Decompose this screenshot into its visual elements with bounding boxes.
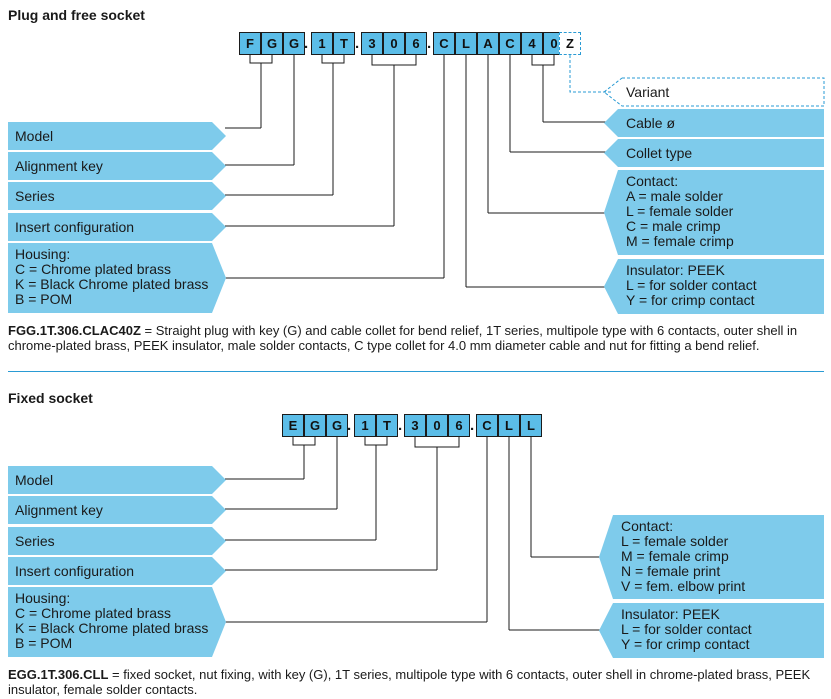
label-variant: Variant — [626, 84, 670, 100]
code-char-insert-3: 6 — [405, 32, 427, 55]
label-insulator: Insulator: PEEK L = for solder contact Y… — [604, 259, 824, 314]
description-plug: FGG.1T.306.CLAC40Z = Straight plug with … — [8, 323, 828, 353]
housing-option: B = POM — [15, 635, 73, 651]
label-collet-type: Collet type — [604, 139, 824, 167]
code-char-housing: C — [433, 32, 455, 55]
code-char-variant: Z — [559, 32, 581, 55]
code-char-model-2: G — [261, 32, 283, 55]
contact-option: C = male crimp — [626, 218, 721, 234]
contact-title: Contact: — [626, 173, 679, 189]
variant-outline — [603, 77, 825, 107]
contact-option: V = fem. elbow print — [621, 578, 746, 594]
code-char-collet: C — [499, 32, 521, 55]
housing-option: K = Black Chrome plated brass — [15, 620, 209, 636]
code-char-series-2: T — [376, 414, 398, 437]
label-contact: Contact: L = female solder M = female cr… — [599, 515, 824, 599]
label-insert-configuration: Insert configuration — [8, 213, 226, 241]
label-contact: Contact: A = male solder L = female sold… — [604, 170, 824, 255]
housing-option: C = Chrome plated brass — [15, 261, 172, 277]
insulator-title: Insulator: PEEK — [621, 606, 720, 622]
code-char-insert-3: 6 — [448, 414, 470, 437]
label-series: Series — [8, 527, 226, 555]
label-insert-configuration: Insert configuration — [8, 557, 226, 585]
label-model: Model — [8, 466, 226, 494]
code-char-key: G — [283, 32, 305, 55]
leader-variant — [569, 55, 612, 93]
section-title-fixed: Fixed socket — [8, 390, 93, 406]
code-char-insulator: L — [455, 32, 477, 55]
description-code: EGG.1T.306.CLL — [8, 667, 109, 682]
label-alignment-key: Alignment key — [8, 496, 226, 524]
insulator-title: Insulator: PEEK — [626, 262, 725, 278]
bracket-model — [292, 437, 316, 446]
housing-option: B = POM — [15, 291, 73, 307]
insulator-option: Y = for crimp contact — [621, 636, 750, 652]
insulator-option: L = for solder contact — [621, 621, 752, 637]
description-fixed: EGG.1T.306.CLL = fixed socket, nut fixin… — [8, 667, 828, 697]
label-alignment-key: Alignment key — [8, 152, 226, 180]
contact-option: A = male solder — [626, 188, 723, 204]
section-title-plug: Plug and free socket — [8, 7, 145, 23]
label-cable: Cable ø — [604, 109, 824, 137]
description-code: FGG.1T.306.CLAC40Z — [8, 323, 141, 338]
code-char-insulator: L — [498, 414, 520, 437]
code-char-insert-2: 0 — [426, 414, 448, 437]
housing-title: Housing: — [15, 246, 71, 262]
code-char-series-1: 1 — [354, 414, 376, 437]
code-separator: . — [470, 417, 475, 434]
label-insulator: Insulator: PEEK L = for solder contact Y… — [599, 603, 824, 658]
code-separator: . — [304, 35, 309, 52]
code-char-key: G — [326, 414, 348, 437]
code-char-contact: L — [520, 414, 542, 437]
insulator-option: L = for solder contact — [626, 277, 757, 293]
code-char-cable-1: 4 — [521, 32, 543, 55]
label-model: Model — [8, 122, 226, 150]
code-char-insert-1: 3 — [404, 414, 426, 437]
bracket-series — [364, 437, 388, 446]
contact-option: N = female print — [621, 563, 721, 579]
contact-option: L = female solder — [621, 533, 729, 549]
code-separator: . — [347, 417, 352, 434]
housing-option: K = Black Chrome plated brass — [15, 276, 209, 292]
housing-title: Housing: — [15, 590, 71, 606]
bracket-insert — [414, 437, 460, 448]
code-char-model-2: G — [304, 414, 326, 437]
code-separator: . — [427, 35, 432, 52]
contact-option: L = female solder — [626, 203, 734, 219]
code-char-insert-2: 0 — [383, 32, 405, 55]
code-char-contact: A — [477, 32, 499, 55]
housing-option: C = Chrome plated brass — [15, 605, 172, 621]
code-separator: . — [398, 417, 403, 434]
code-char-model-1: E — [282, 414, 304, 437]
code-char-housing: C — [476, 414, 498, 437]
code-char-insert-1: 3 — [361, 32, 383, 55]
code-char-series-2: T — [333, 32, 355, 55]
contact-option: M = female crimp — [621, 548, 729, 564]
label-housing: Housing: C = Chrome plated brass K = Bla… — [8, 587, 226, 657]
code-char-model-1: F — [239, 32, 261, 55]
label-series: Series — [8, 182, 226, 210]
code-char-series-1: 1 — [311, 32, 333, 55]
label-housing: Housing: C = Chrome plated brass K = Bla… — [8, 243, 226, 313]
code-separator: . — [355, 35, 360, 52]
description-text: = fixed socket, nut fixing, with key (G)… — [8, 667, 811, 697]
description-text: = Straight plug with key (G) and cable c… — [8, 323, 798, 353]
contact-option: M = female crimp — [626, 233, 734, 249]
section-divider — [8, 371, 824, 372]
insulator-option: Y = for crimp contact — [626, 292, 755, 308]
contact-title: Contact: — [621, 518, 674, 534]
